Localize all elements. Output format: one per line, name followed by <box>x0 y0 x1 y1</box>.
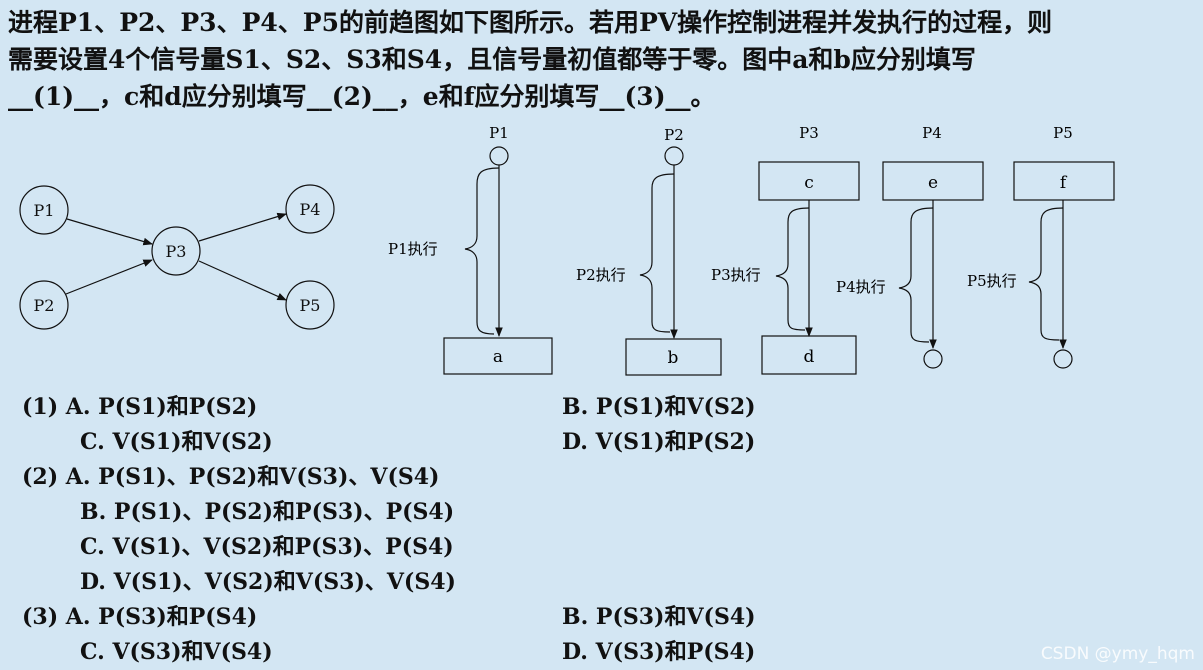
flow-p4-box-e-label: e <box>928 173 938 193</box>
precedence-graph <box>19 184 335 330</box>
question-text: 进程P1、P2、P3、P4、P5的前趋图如下图所示。若用PV操作控制进程并发执行… <box>8 4 1198 115</box>
flow-p5-box-f-label: f <box>1060 173 1068 193</box>
edge-p3-p4 <box>198 212 287 242</box>
node-p4 <box>285 184 335 234</box>
watermark: CSDN @ymy_hqm <box>1040 644 1195 664</box>
flow-p2-exec-label: P2执行 <box>576 266 626 284</box>
flow-p5-end <box>1053 349 1073 369</box>
question-line-3: __(1)__，c和d应分别填写__(2)__，e和f应分别填写__(3)__。 <box>8 82 716 111</box>
flow-p3: P3 c P3执行 d <box>711 124 860 375</box>
question-line-2: 需要设置4个信号量S1、S2、S3和S4，且信号量初值都等于零。图中a和b应分别… <box>8 45 976 74</box>
flow-p3-box-c-label: c <box>804 173 814 193</box>
flow-p2-title: P2 <box>664 126 684 144</box>
option-1-d: D. V(S1)和P(S2) <box>562 429 756 455</box>
flow-p3-bracket <box>775 207 810 331</box>
flow-p2-bracket <box>639 173 675 333</box>
option-1-b: B. P(S1)和V(S2) <box>562 394 756 420</box>
flow-p1-bracket <box>464 167 500 335</box>
flow-p3-box-d <box>761 335 857 375</box>
flow-p5: P5 f P5执行 <box>967 124 1115 369</box>
flow-p1-box-a <box>443 337 553 375</box>
flow-p1: P1 P1执行 a <box>388 124 553 375</box>
node-p1-label: P1 <box>34 201 55 220</box>
node-p2-label: P2 <box>34 296 55 315</box>
flow-p1-box-a-label: a <box>493 347 503 367</box>
option-2-d: D. V(S1)、V(S2)和V(S3)、V(S4) <box>80 569 456 595</box>
flow-p3-title: P3 <box>799 124 819 142</box>
node-p2 <box>19 280 69 330</box>
option-2-c: C. V(S1)、V(S2)和P(S3)、P(S4) <box>80 534 454 560</box>
node-p4-label: P4 <box>300 200 321 219</box>
option-1-c: C. V(S1)和V(S2) <box>80 429 273 455</box>
option-3-a: (3) A. P(S3)和P(S4) <box>22 604 258 630</box>
node-p5 <box>285 280 335 330</box>
option-3-b: B. P(S3)和V(S4) <box>562 604 756 630</box>
flow-p2: P2 P2执行 b <box>576 126 722 376</box>
flow-p1-exec-label: P1执行 <box>388 240 438 258</box>
option-1-a: (1) A. P(S1)和P(S2) <box>22 394 258 420</box>
flow-p5-box-f <box>1013 161 1115 201</box>
flow-p1-title: P1 <box>489 124 509 142</box>
flow-p2-box-b-label: b <box>668 348 679 368</box>
option-3-c: C. V(S3)和V(S4) <box>80 639 273 665</box>
flow-p4-exec-label: P4执行 <box>836 278 886 296</box>
flow-p4-bracket <box>898 207 934 343</box>
question-line-1: 进程P1、P2、P3、P4、P5的前趋图如下图所示。若用PV操作控制进程并发执行… <box>8 8 1053 37</box>
edge-p1-p3 <box>66 218 153 246</box>
flow-p1-start <box>489 146 509 166</box>
flow-p2-box-b <box>625 338 722 376</box>
flow-p4-end <box>923 349 943 369</box>
flow-p4: P4 e P4执行 <box>836 124 984 369</box>
option-2-a: (2) A. P(S1)、P(S2)和V(S3)、V(S4) <box>22 464 440 490</box>
flow-p4-title: P4 <box>922 124 942 142</box>
flow-p5-exec-label: P5执行 <box>967 272 1017 290</box>
node-p1 <box>19 185 69 235</box>
flow-p5-title: P5 <box>1053 124 1073 142</box>
option-3-d: D. V(S3)和P(S4) <box>562 639 756 665</box>
node-p3 <box>151 226 201 276</box>
edge-p3-p5 <box>198 260 287 301</box>
flow-p5-bracket <box>1028 207 1064 341</box>
node-p3-label: P3 <box>166 242 187 261</box>
diagram: P1 P2 P3 P4 P5 P1 P1执行 a P2 P2执行 b P3 c … <box>19 124 1115 376</box>
node-p5-label: P5 <box>300 296 321 315</box>
flow-p3-box-d-label: d <box>804 347 815 367</box>
flow-p2-start <box>664 146 684 166</box>
edge-p2-p3 <box>65 259 153 295</box>
option-2-b: B. P(S1)、P(S2)和P(S3)、P(S4) <box>80 499 455 525</box>
flow-p3-exec-label: P3执行 <box>711 266 761 284</box>
